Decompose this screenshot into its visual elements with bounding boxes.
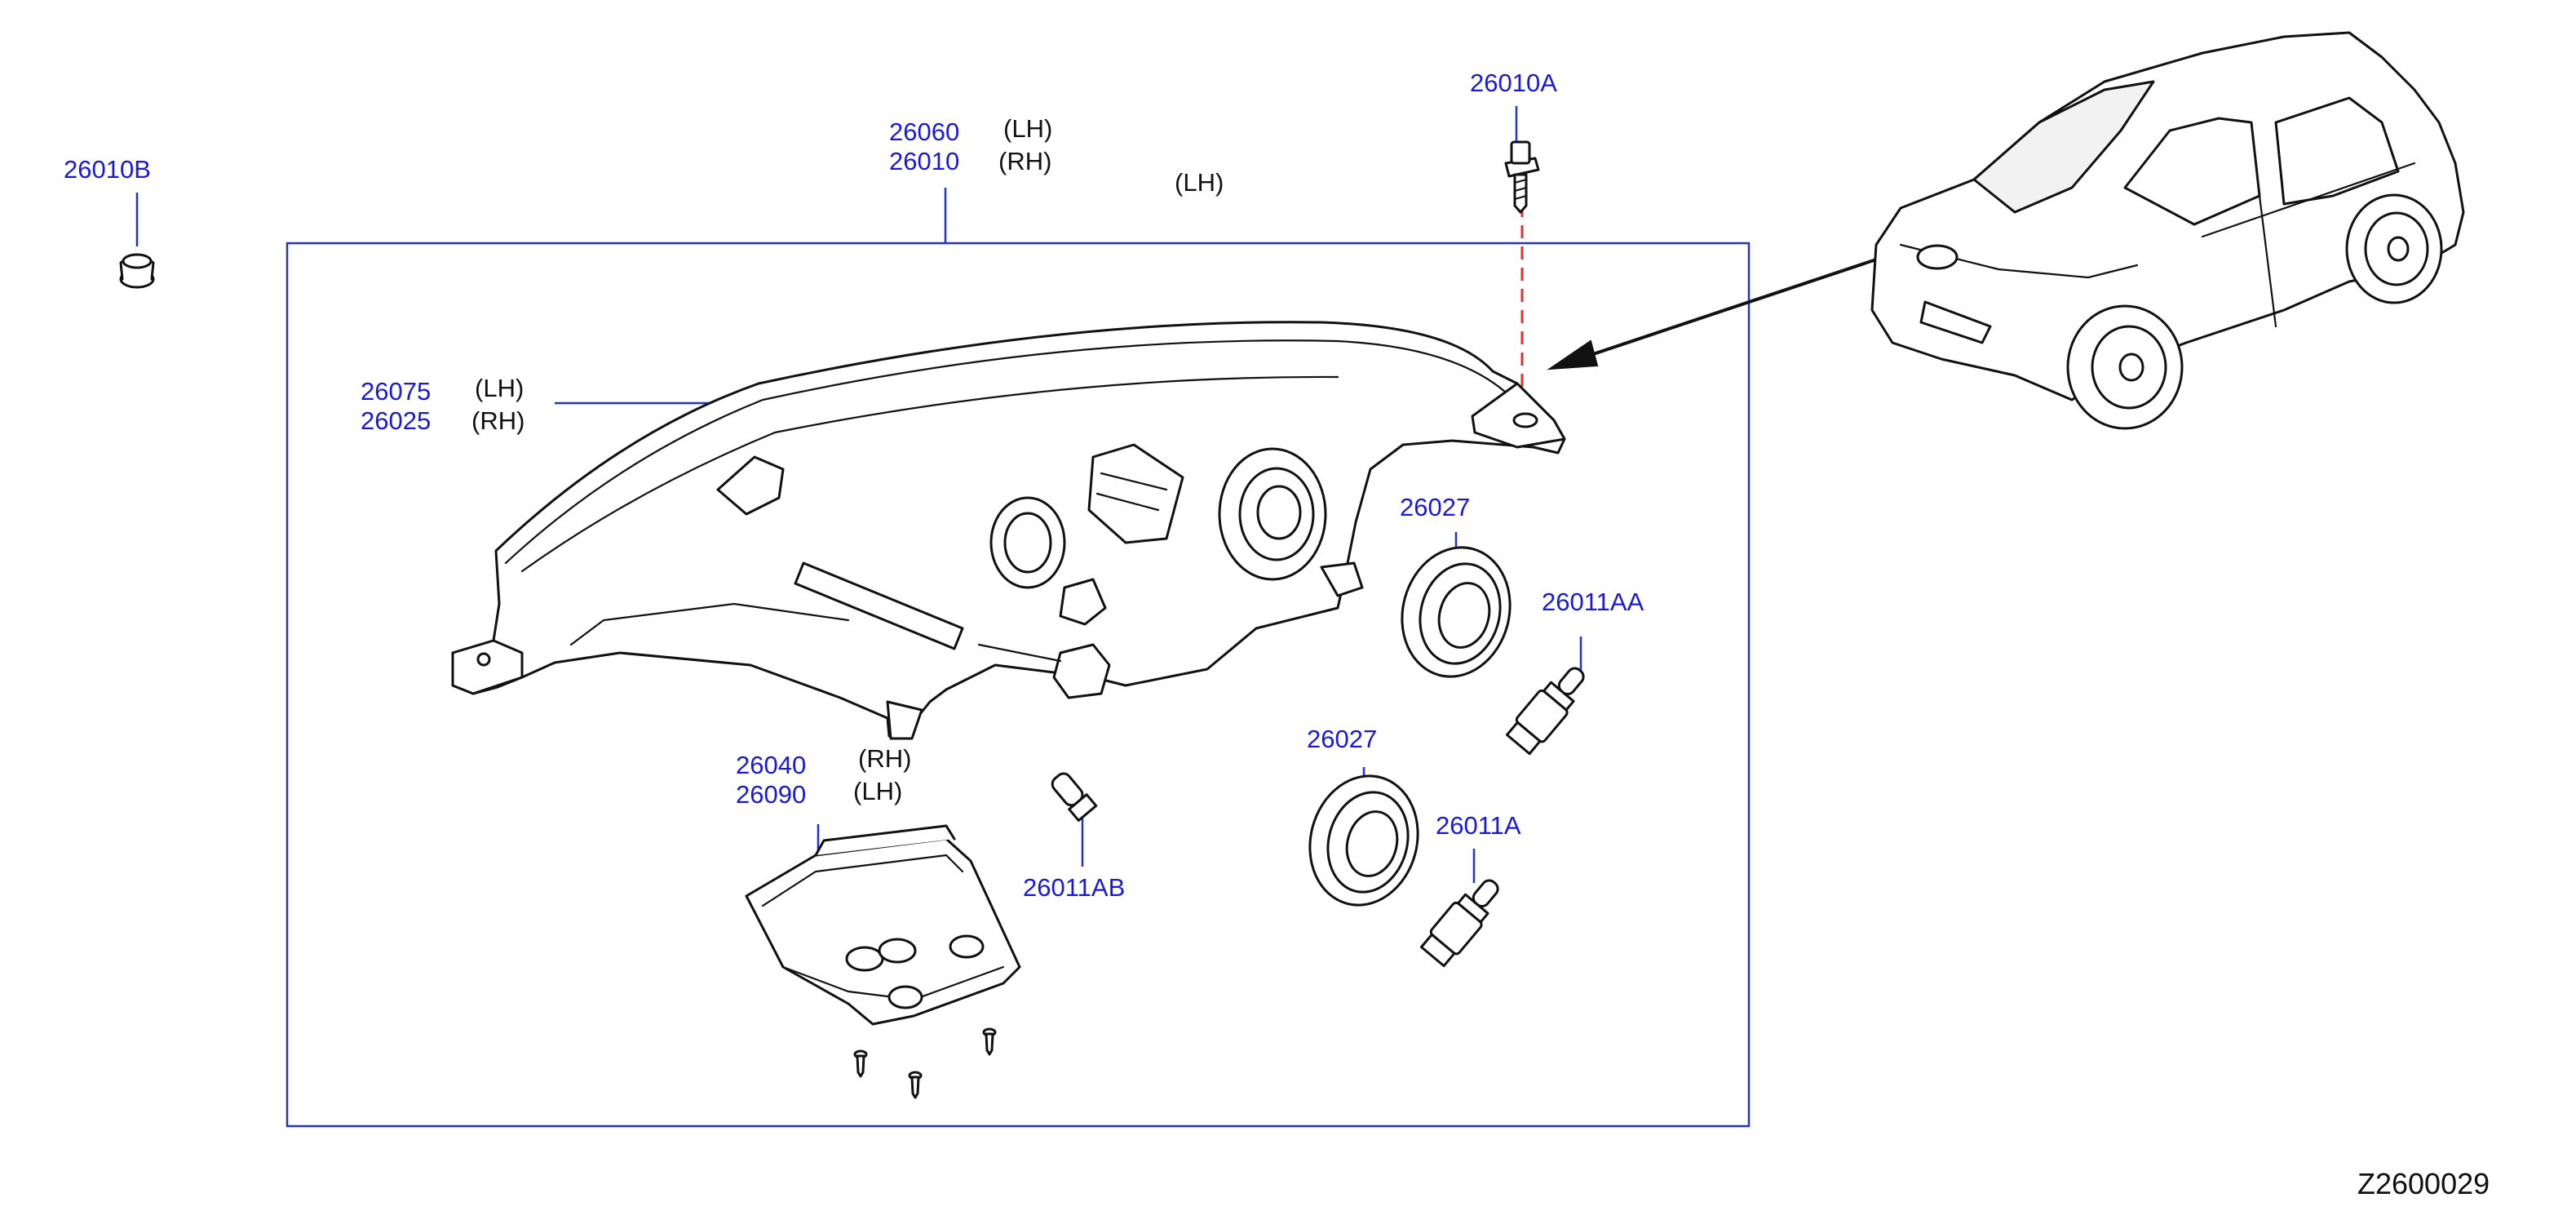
screw-icon — [853, 1049, 868, 1078]
part-26010-label[interactable]: 26010 — [889, 147, 960, 175]
screw-icon — [908, 1071, 923, 1099]
screw-icon — [982, 1027, 997, 1056]
assembly-frame — [285, 242, 1751, 1128]
part-26010a-label[interactable]: 26010A — [1470, 69, 1557, 97]
part-26011a-label[interactable]: 26011A — [1436, 811, 1521, 840]
seal-cap-26027-lower-icon — [1308, 774, 1419, 907]
part-26040-label[interactable]: 26040 — [736, 751, 807, 779]
part-26010-side: (RH) — [998, 147, 1052, 175]
bulb-26011aa-icon — [1506, 667, 1585, 756]
part-26060-label[interactable]: 26060 — [889, 118, 960, 146]
part-26011aa-label[interactable]: 26011AA — [1542, 588, 1644, 616]
bulb-26011a-icon — [1420, 879, 1499, 968]
part-26011ab-label[interactable]: 26011AB — [1023, 873, 1126, 902]
part-26075-label[interactable]: 26075 — [361, 377, 432, 406]
part-26025-side: (RH) — [471, 406, 525, 435]
part-26060-side: (LH) — [1003, 114, 1053, 143]
part-26090-label[interactable]: 26090 — [736, 780, 807, 809]
part-26027-lower-label[interactable]: 26027 — [1307, 725, 1378, 753]
part-26025-label[interactable]: 26025 — [361, 406, 432, 435]
vehicle-illustration — [1870, 31, 2465, 430]
part-26040-side: (RH) — [858, 744, 912, 773]
diagram-reference-code: Z2600029 — [2357, 1167, 2490, 1200]
headlamp-housing-illustration — [451, 321, 1566, 740]
bulb-26011ab-icon — [1051, 772, 1098, 822]
seal-cap-26027-upper-icon — [1401, 546, 1512, 678]
part-26075-side: (LH) — [475, 374, 524, 402]
part-26010b-label[interactable]: 26010B — [64, 155, 151, 184]
bracket-26040-illustration — [745, 824, 1021, 1026]
location-arrow — [1547, 258, 1877, 370]
part-26027-upper-label[interactable]: 26027 — [1400, 493, 1471, 521]
part-26090-side: (LH) — [853, 777, 903, 805]
header-side-label: (LH) — [1175, 168, 1224, 197]
bolt-26010a-icon — [1504, 140, 1540, 214]
grommet-26010b-icon — [119, 253, 155, 289]
